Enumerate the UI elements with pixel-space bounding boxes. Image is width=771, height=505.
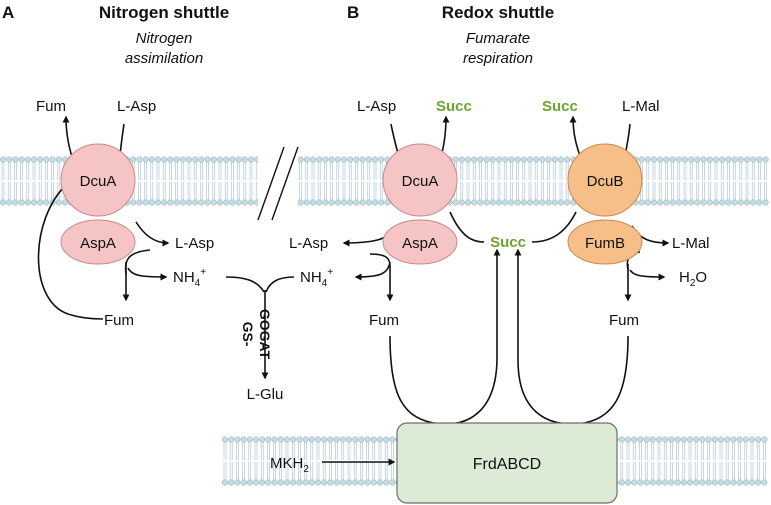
a-nh4-label: NH4+ — [173, 267, 206, 289]
b-nh4-label: NH4+ — [300, 267, 333, 289]
aspa-b-enzyme — [382, 219, 458, 265]
gs-label: GS- — [240, 322, 256, 347]
frdabcd-complex — [396, 422, 618, 504]
panel-a-letter: A — [2, 3, 14, 22]
b-succ-out-label-1: Succ — [436, 98, 472, 115]
b-lmal-right-label: L-Mal — [672, 235, 710, 252]
a-lasp-right-label: L-Asp — [175, 235, 214, 252]
dcua-b-label: DcuA — [402, 173, 439, 190]
dcub-transporter — [567, 143, 643, 217]
dcua-b-transporter — [382, 143, 458, 217]
dcua-a-label: DcuA — [80, 173, 117, 190]
panel-b-title: Redox shuttle — [442, 3, 554, 22]
mkh2-label: MKH2 — [270, 455, 309, 475]
panel-a-subtitle-1: Nitrogen — [136, 30, 193, 47]
dcub-label: DcuB — [587, 173, 624, 190]
dcua-a-transporter — [60, 143, 136, 217]
aspa-a-label: AspA — [80, 235, 116, 252]
panel-a-arrows — [37, 115, 295, 380]
a-lasp-in-label: L-Asp — [117, 98, 156, 115]
aspa-a-enzyme — [60, 219, 136, 265]
frdabcd-label: FrdABCD — [473, 456, 541, 473]
b-lasp-left-label: L-Asp — [289, 235, 328, 252]
fumb-enzyme — [567, 219, 643, 265]
b-lmal-in-label: L-Mal — [622, 98, 660, 115]
a-fum-bottom-label: Fum — [104, 312, 134, 329]
b-succ-out-label-2: Succ — [542, 98, 578, 115]
panel-b-subtitle-1: Fumarate — [466, 30, 530, 47]
b-lasp-in-label: L-Asp — [357, 98, 396, 115]
panel-a-title: Nitrogen shuttle — [99, 3, 229, 22]
b-succ-mid-label: Succ — [490, 234, 526, 251]
panel-b-letter: B — [347, 3, 359, 22]
l-glu-label: L-Glu — [247, 386, 284, 403]
b-h2o-label: H2O — [679, 269, 707, 289]
panel-a-subtitle-2: assimilation — [125, 50, 203, 67]
membrane-break — [257, 146, 299, 221]
gogat-label: GOGAT — [257, 309, 273, 360]
fumb-label: FumB — [585, 235, 625, 252]
panel-b-subtitle-2: respiration — [463, 50, 533, 67]
b-fum-left-label: Fum — [369, 312, 399, 329]
a-fum-out-label: Fum — [36, 98, 66, 115]
b-fum-right-label: Fum — [609, 312, 639, 329]
aspa-b-label: AspA — [402, 235, 438, 252]
